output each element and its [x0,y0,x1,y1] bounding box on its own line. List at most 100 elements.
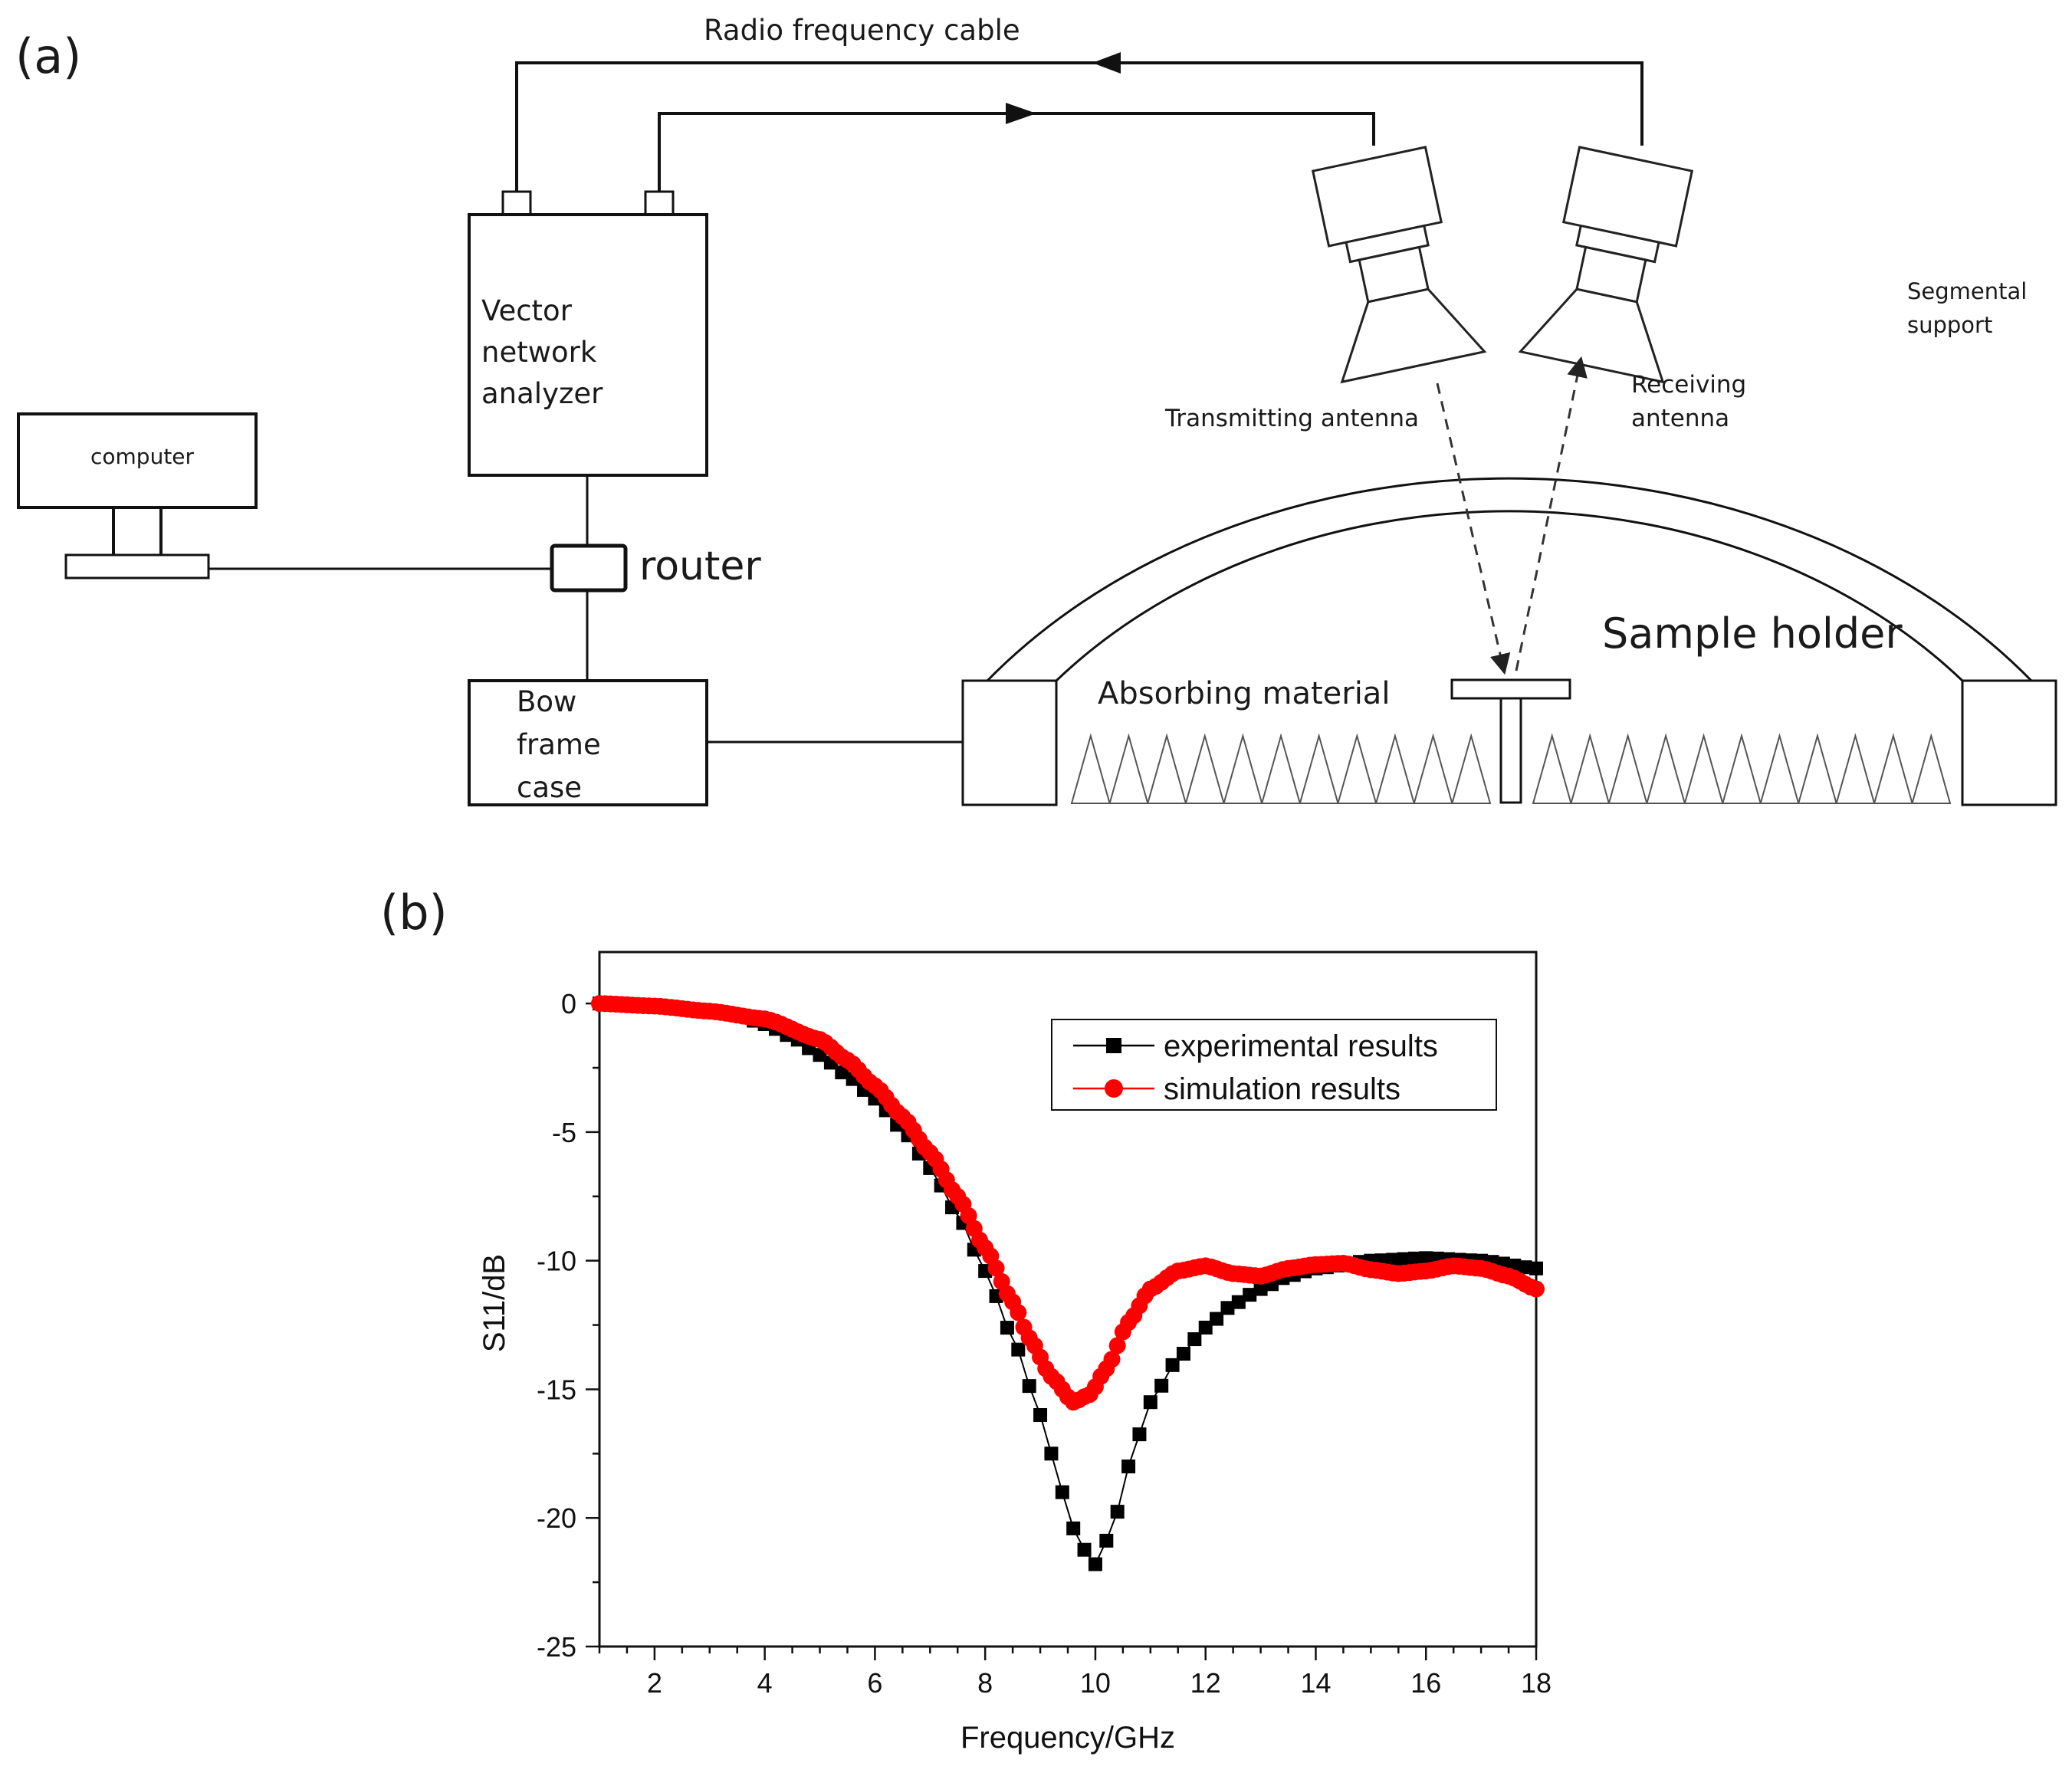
computer-base [64,553,210,580]
data-point-experimental [1066,1521,1081,1535]
data-point-experimental [1198,1320,1213,1335]
vna-port-right [644,190,675,216]
absorber-pyramid [1374,733,1416,804]
receiving-label-line-2: antenna [1631,405,1729,432]
transmitting-antenna [1311,146,1487,384]
arch-outer [986,477,2033,682]
data-series [591,995,1545,1571]
absorber-pyramid [1260,733,1302,804]
bow-frame-case-box [468,679,708,806]
data-point-experimental [1099,1533,1114,1548]
absorber-pyramid [1570,733,1611,804]
data-point-experimental [1518,1260,1532,1275]
data-point-experimental [1243,1288,1257,1302]
legend-label-experimental: experimental results [1164,1029,1438,1063]
absorber-pyramid [1835,733,1876,804]
reflected-wave-arrow [1515,356,1588,671]
absorber-pyramid [1646,733,1686,804]
absorber-pyramid [1070,733,1111,804]
absorber-pyramid [1873,733,1913,804]
y-tick-label: -20 [537,1502,576,1534]
absorber-pyramid [1299,733,1339,804]
data-point-experimental [1022,1379,1036,1394]
x-tick-label: 18 [1521,1667,1552,1699]
computer-monitor [17,412,258,509]
absorber-pyramid [1451,733,1492,804]
cable-arrow-left [1092,52,1121,74]
data-point-experimental [1011,1342,1026,1357]
vna-label-line-2: network [481,336,597,369]
y-tick-labels: 0-5-10-15-20-25 [537,988,576,1663]
data-point-experimental [1044,1446,1059,1461]
absorber-pyramid [1683,733,1724,804]
x-tick-label: 12 [1190,1667,1221,1699]
absorber-pyramid [1721,733,1762,804]
y-tick-label: -10 [537,1246,576,1277]
data-point-experimental [1187,1332,1202,1347]
y-tick-label: -5 [552,1117,576,1148]
data-point-experimental [1529,1261,1543,1276]
sample-holder-post [1499,697,1522,804]
panel-a-diagram: (a) Radio frequency cable Vector network… [15,14,2057,806]
data-point-simulation [1010,1304,1027,1322]
receiving-antenna [1518,146,1694,384]
bow-frame-line-3: case [517,771,582,804]
data-point-experimental [1253,1282,1268,1296]
data-point-experimental [1143,1395,1157,1410]
absorber-pyramid [1184,733,1225,804]
data-point-experimental [1419,1251,1433,1266]
panel-a-label: (a) [15,28,81,84]
data-point-experimental [1132,1427,1147,1442]
data-point-experimental [1210,1312,1224,1326]
sample-holder-plate [1450,678,1571,700]
cable-arrow-right [1006,103,1036,124]
legend-box [1051,1019,1497,1111]
data-point-experimental [1088,1557,1102,1571]
data-point-experimental [1033,1408,1048,1422]
data-point-experimental [1055,1485,1069,1499]
x-tick-label: 2 [647,1667,662,1699]
data-point-experimental [1000,1321,1014,1335]
router-box [550,543,628,593]
computer-label: computer [90,444,195,469]
absorber-pyramid [1108,733,1149,804]
vna-label-line-3: analyzer [481,377,603,410]
cable-label: Radio frequency cable [704,14,1020,47]
incident-wave-arrow [1436,383,1511,675]
data-point-experimental [1110,1505,1125,1519]
legend-marker-simulation [1105,1079,1123,1098]
absorber-pyramid [1532,733,1572,804]
bow-frame-line-1: Bow [517,685,576,718]
data-point-experimental [1220,1301,1235,1315]
absorber-pyramid [1607,733,1648,804]
data-point-experimental [813,1048,827,1062]
data-point-simulation [987,1259,1005,1277]
series-simulation [591,995,1545,1411]
bow-frame-line-2: frame [517,728,601,761]
data-point-simulation [1108,1337,1126,1354]
absorber-pyramids [1070,733,1952,804]
data-point-experimental [1231,1295,1246,1309]
data-point-experimental [1121,1459,1136,1474]
data-point-experimental [1165,1358,1180,1372]
segmental-label-line-1: Segmental [1907,278,2027,304]
arch-foot-left [961,679,1058,806]
absorber-pyramid [1223,733,1263,804]
arch-foot-right [1961,679,2057,806]
data-point-experimental [1386,1253,1400,1267]
vna-box [468,213,708,477]
absorber-pyramid [1911,733,1952,804]
vna-port-left [501,190,532,216]
data-point-experimental [1077,1542,1092,1557]
x-axis-label: Frequency/GHz [960,1721,1175,1755]
vna-label-line-1: Vector [481,294,573,327]
legend-marker-experimental [1106,1038,1121,1053]
data-point-experimental [835,1065,849,1079]
x-tick-label: 4 [757,1667,773,1699]
x-tick-label: 16 [1410,1667,1441,1699]
data-point-simulation [1103,1351,1121,1368]
absorber-pyramid [1759,733,1800,804]
receiving-label-line-1: Receiving [1631,371,1746,399]
data-point-simulation [1528,1280,1545,1298]
